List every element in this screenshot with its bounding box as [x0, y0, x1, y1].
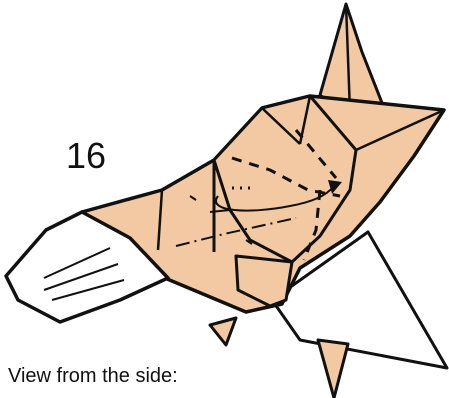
bottom-point-right — [318, 340, 348, 398]
view-caption: View from the side: — [8, 364, 178, 388]
bottom-point-left — [210, 318, 236, 345]
step-number: 16 — [66, 136, 106, 176]
